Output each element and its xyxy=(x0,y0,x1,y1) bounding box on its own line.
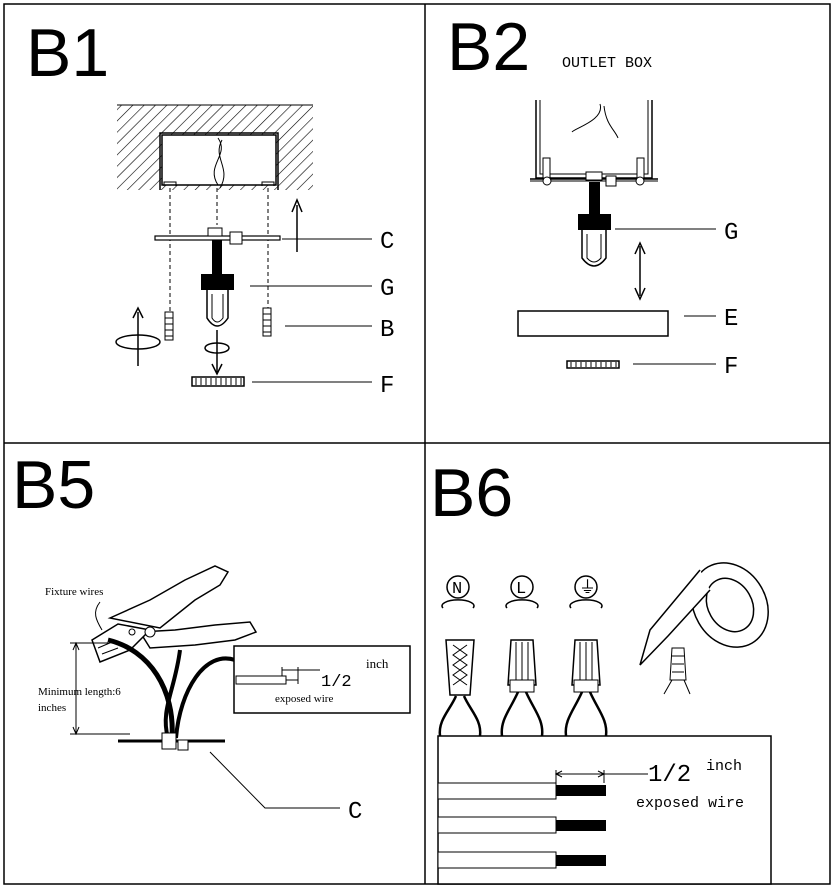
panel-b1: B1 C xyxy=(26,15,394,400)
threaded-rod: G xyxy=(201,240,394,327)
panel-b5: B5 Fixture wires Minimum length:6 inc xyxy=(12,447,411,826)
screws: B xyxy=(164,307,394,344)
label-e: E xyxy=(724,306,738,333)
symbol-l: L xyxy=(516,580,526,599)
symbol-ground: ⏚ xyxy=(579,579,596,599)
min-length-line1: Minimum length:6 xyxy=(38,686,121,698)
label-c: C xyxy=(380,229,394,256)
finial: F xyxy=(191,373,394,400)
panel-b2: B2 OUTLET BOX G xyxy=(447,9,738,381)
canopy: E xyxy=(517,306,738,337)
label-f-b2: F xyxy=(724,354,738,381)
label-b: B xyxy=(380,317,394,344)
wire-stripper-icon xyxy=(91,565,258,663)
length-dimension: Minimum length:6 inches xyxy=(38,641,130,736)
wire-nut-ground xyxy=(564,639,608,737)
label-c-b5: C xyxy=(348,799,362,826)
strip-detail-box: 1/2 inch exposed wire xyxy=(437,735,772,885)
label-g: G xyxy=(380,276,394,303)
panel-title-b6: B6 xyxy=(430,455,513,531)
ground-symbol: ⏚ xyxy=(569,575,603,609)
strip-length-box: 1/2 inch exposed wire xyxy=(233,645,411,714)
crossbar: C xyxy=(154,227,394,256)
exposed-wire-b5: exposed wire xyxy=(275,693,333,705)
finial-b2: F xyxy=(566,354,738,381)
panel-grid xyxy=(3,3,831,885)
panel-title-b5: B5 xyxy=(12,447,95,523)
label-f: F xyxy=(380,373,394,400)
fixture-wires xyxy=(107,637,241,739)
crossbar-b5: C xyxy=(118,732,362,826)
label-g-b2: G xyxy=(724,220,738,247)
inch-label-b6: inch xyxy=(706,758,742,775)
inch-label-b5: inch xyxy=(366,656,389,671)
electrical-tape-icon xyxy=(639,562,769,695)
symbol-n: N xyxy=(452,580,462,599)
fixture-wires-label: Fixture wires xyxy=(45,586,103,598)
half-inch-b6: 1/2 xyxy=(648,762,691,789)
panel-title-b1: B1 xyxy=(26,15,109,91)
outlet-box-label: OUTLET BOX xyxy=(562,55,652,72)
ceiling-box xyxy=(117,104,313,190)
double-arrow-icon xyxy=(634,241,646,301)
panel-title-b2: B2 xyxy=(447,9,530,85)
socket: G xyxy=(578,171,738,267)
wire-nut-n xyxy=(438,639,482,737)
down-arrow-icon xyxy=(204,330,230,376)
up-arrow-icon xyxy=(291,198,303,252)
live-symbol: L xyxy=(505,575,539,609)
wire-nut-l xyxy=(500,639,544,737)
panel-b6: B6 N L ⏚ xyxy=(430,455,772,885)
neutral-symbol: N xyxy=(441,575,475,609)
rotate-arrow-icon xyxy=(115,306,161,366)
half-inch-b5: 1/2 xyxy=(321,673,352,692)
min-length-line2: inches xyxy=(38,702,66,714)
exposed-wire-b6: exposed wire xyxy=(636,795,744,812)
